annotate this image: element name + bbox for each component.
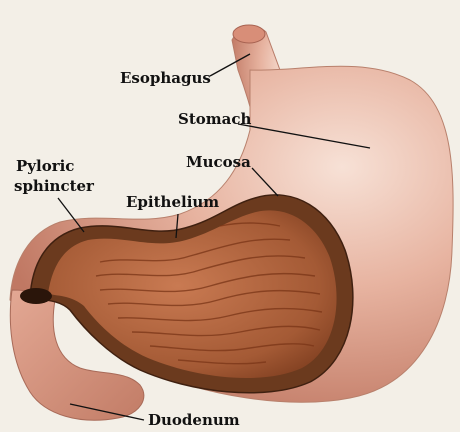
epithelium-label: Epithelium [126,194,219,210]
pyloric-sphincter-shape [20,288,52,304]
esophagus-opening [233,25,265,43]
pyloric-sphincter-label-line2: sphincter [14,178,94,194]
mucosa-label: Mucosa [186,154,251,170]
duodenum-label: Duodenum [148,412,240,428]
pyloric-sphincter-label-line1: Pyloric [16,158,74,174]
esophagus-label: Esophagus [120,70,211,86]
stomach-label: Stomach [178,111,251,127]
